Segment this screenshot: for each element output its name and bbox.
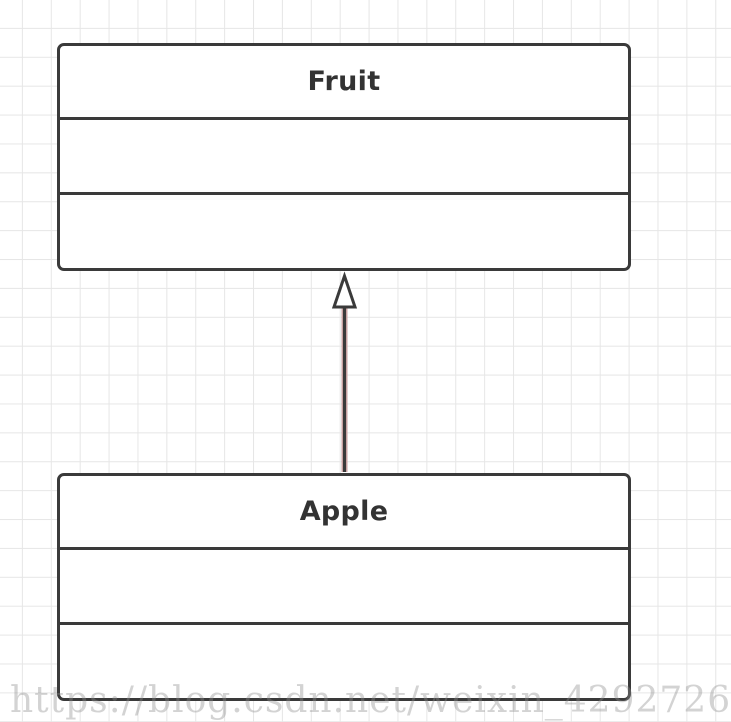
class-name: Apple (60, 476, 628, 550)
attributes-compartment (60, 550, 628, 625)
class-apple[interactable]: Apple (57, 473, 631, 701)
class-fruit[interactable]: Fruit (57, 43, 631, 271)
attributes-compartment (60, 120, 628, 195)
class-name: Fruit (60, 46, 628, 120)
watermark: https://blog.csdn.net/weixin_4292726 (10, 680, 731, 721)
inheritance-arrowhead (331, 271, 358, 309)
operations-compartment (60, 195, 628, 265)
